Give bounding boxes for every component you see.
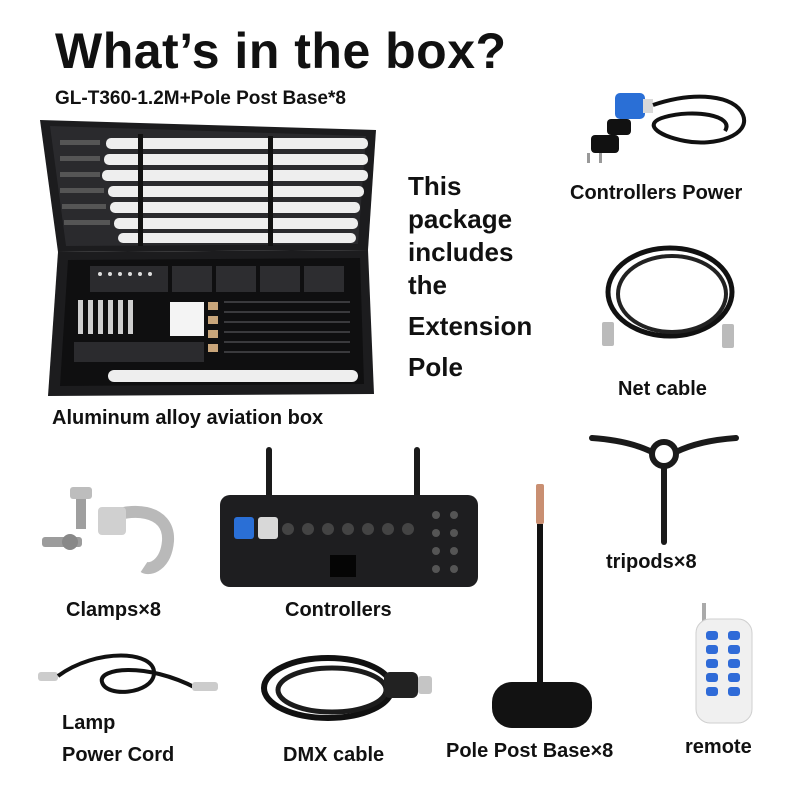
package-note-line: the	[408, 270, 447, 300]
package-note-line: Pole	[408, 352, 463, 382]
controllers-label: Controllers	[285, 599, 392, 621]
dmx-cable-image	[261, 655, 432, 721]
lamp-power-cord-label-line2: Power Cord	[62, 744, 175, 766]
remote-image	[695, 603, 753, 724]
lamp-power-cord-label-line1: Lamp	[62, 712, 116, 734]
controllers-power-label: Controllers Power	[570, 182, 743, 204]
remote-label: remote	[685, 736, 752, 758]
pole-post-base-image	[492, 484, 592, 728]
net-cable-label: Net cable	[618, 378, 707, 400]
page-title: What’s in the box?	[55, 23, 507, 79]
package-note-line: Extension	[408, 311, 533, 341]
lamp-power-cord-image	[38, 653, 218, 694]
tripod-image	[589, 435, 739, 545]
clamp-image	[42, 487, 174, 575]
package-note-line: package	[408, 204, 513, 234]
aviation-case-label: Aluminum alloy aviation box	[52, 407, 324, 429]
tripods-label: tripods×8	[606, 551, 697, 573]
package-note: This package includes the Extension Pole	[408, 170, 532, 384]
package-note-line: This	[408, 171, 462, 201]
product-model: GL-T360-1.2M+Pole Post Base*8	[55, 88, 346, 109]
controllers-power-cable-image	[587, 93, 747, 163]
aviation-case-image	[40, 120, 376, 396]
controller-unit-image	[220, 447, 478, 587]
net-cable-image	[602, 245, 735, 348]
clamps-label: Clamps×8	[66, 599, 162, 621]
package-note-line: includes	[408, 237, 514, 267]
dmx-cable-label: DMX cable	[283, 744, 385, 766]
pole-post-base-label: Pole Post Base×8	[446, 740, 614, 762]
